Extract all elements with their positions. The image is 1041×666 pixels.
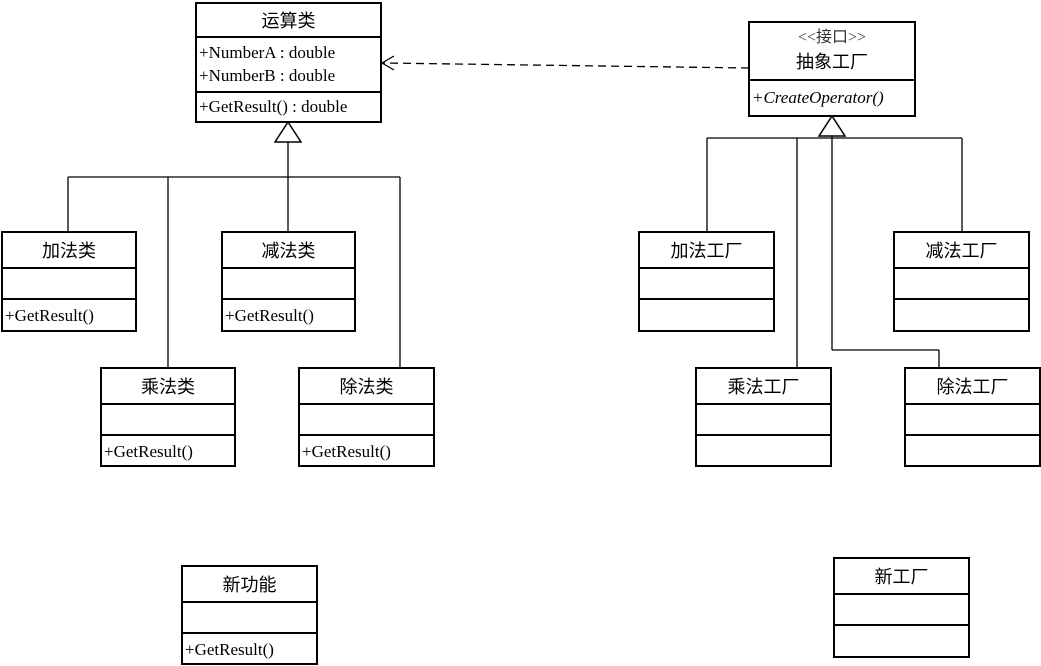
inheritance-lines-operation <box>67 142 401 368</box>
class-add-attributes <box>3 269 135 300</box>
class-sub-factory[interactable]: 减法工厂 <box>893 231 1030 332</box>
class-add-name: 加法类 <box>42 241 96 261</box>
operation-createoperator: +CreateOperator() <box>752 88 884 107</box>
class-add[interactable]: 加法类 +GetResult() <box>1 231 137 332</box>
class-new-feature-attributes <box>183 603 316 634</box>
class-div-title: 除法类 <box>300 369 433 405</box>
generalization-arrowhead-operation <box>273 120 303 143</box>
interface-abstract-factory[interactable]: <<接口>> 抽象工厂 +CreateOperator() <box>748 21 916 117</box>
class-operation-operations: +GetResult() : double <box>197 93 380 118</box>
class-operation-title: 运算类 <box>197 4 380 38</box>
class-sub-name: 减法类 <box>261 241 316 261</box>
class-sub-title: 减法类 <box>223 233 354 269</box>
operation-getresult: +GetResult() <box>104 442 193 461</box>
dependency-line <box>382 62 750 69</box>
class-mul-name: 乘法类 <box>141 377 195 397</box>
class-mul-factory-name: 乘法工厂 <box>727 377 800 397</box>
interface-abstract-factory-name: 抽象工厂 <box>796 52 868 72</box>
class-add-operations: +GetResult() <box>3 300 135 327</box>
class-new-feature[interactable]: 新功能 +GetResult() <box>181 565 318 665</box>
generalization-arrowhead-factory <box>817 114 847 137</box>
attribute-numbera: +NumberA : double <box>199 43 336 62</box>
class-sub-operations: +GetResult() <box>223 300 354 327</box>
class-add-title: 加法类 <box>3 233 135 269</box>
class-div-factory-name: 除法工厂 <box>936 377 1009 397</box>
class-add-factory-attributes <box>640 269 773 300</box>
class-mul-factory-attributes <box>697 405 830 436</box>
class-div-factory[interactable]: 除法工厂 <box>904 367 1041 467</box>
class-add-factory-name: 加法工厂 <box>670 241 743 261</box>
class-mul-operations: +GetResult() <box>102 436 234 463</box>
class-add-factory-title: 加法工厂 <box>640 233 773 269</box>
inheritance-lines-factory <box>706 136 963 368</box>
class-mul-title: 乘法类 <box>102 369 234 405</box>
class-div[interactable]: 除法类 +GetResult() <box>298 367 435 467</box>
operation-getresult: +GetResult() <box>5 306 94 325</box>
class-sub-attributes <box>223 269 354 300</box>
stereotype-label: <<接口>> <box>797 29 867 46</box>
interface-abstract-factory-operations: +CreateOperator() <box>750 81 914 109</box>
class-div-factory-title: 除法工厂 <box>906 369 1039 405</box>
operation-getresult: +GetResult() <box>225 306 314 325</box>
class-operation[interactable]: 运算类 +NumberA : double +NumberB : double … <box>195 2 382 123</box>
class-sub-factory-attributes <box>895 269 1028 300</box>
operation-getresult: +GetResult() <box>185 640 274 659</box>
class-new-feature-title: 新功能 <box>183 567 316 603</box>
interface-abstract-factory-title: <<接口>> 抽象工厂 <box>750 23 914 81</box>
class-new-factory-name: 新工厂 <box>874 567 929 587</box>
class-add-factory[interactable]: 加法工厂 <box>638 231 775 332</box>
class-new-factory-attributes <box>835 595 968 626</box>
class-mul-factory[interactable]: 乘法工厂 <box>695 367 832 467</box>
operation-getresult: +GetResult() : double <box>199 97 348 116</box>
class-div-attributes <box>300 405 433 436</box>
class-new-feature-operations: +GetResult() <box>183 634 316 661</box>
class-sub-factory-name: 减法工厂 <box>925 241 998 261</box>
class-div-operations: +GetResult() <box>300 436 433 463</box>
class-div-name: 除法类 <box>339 377 394 397</box>
class-operation-attributes: +NumberA : double +NumberB : double <box>197 38 380 93</box>
class-mul-attributes <box>102 405 234 436</box>
class-div-factory-attributes <box>906 405 1039 436</box>
class-mul-factory-title: 乘法工厂 <box>697 369 830 405</box>
attribute-numberb: +NumberB : double <box>199 66 336 85</box>
class-sub-factory-title: 减法工厂 <box>895 233 1028 269</box>
class-new-feature-name: 新功能 <box>222 575 277 595</box>
dependency-arrowhead <box>380 55 395 71</box>
class-sub[interactable]: 减法类 +GetResult() <box>221 231 356 332</box>
class-mul[interactable]: 乘法类 +GetResult() <box>100 367 236 467</box>
class-new-factory-title: 新工厂 <box>835 559 968 595</box>
class-new-factory[interactable]: 新工厂 <box>833 557 970 658</box>
class-operation-name: 运算类 <box>261 11 316 31</box>
operation-getresult: +GetResult() <box>302 442 391 461</box>
